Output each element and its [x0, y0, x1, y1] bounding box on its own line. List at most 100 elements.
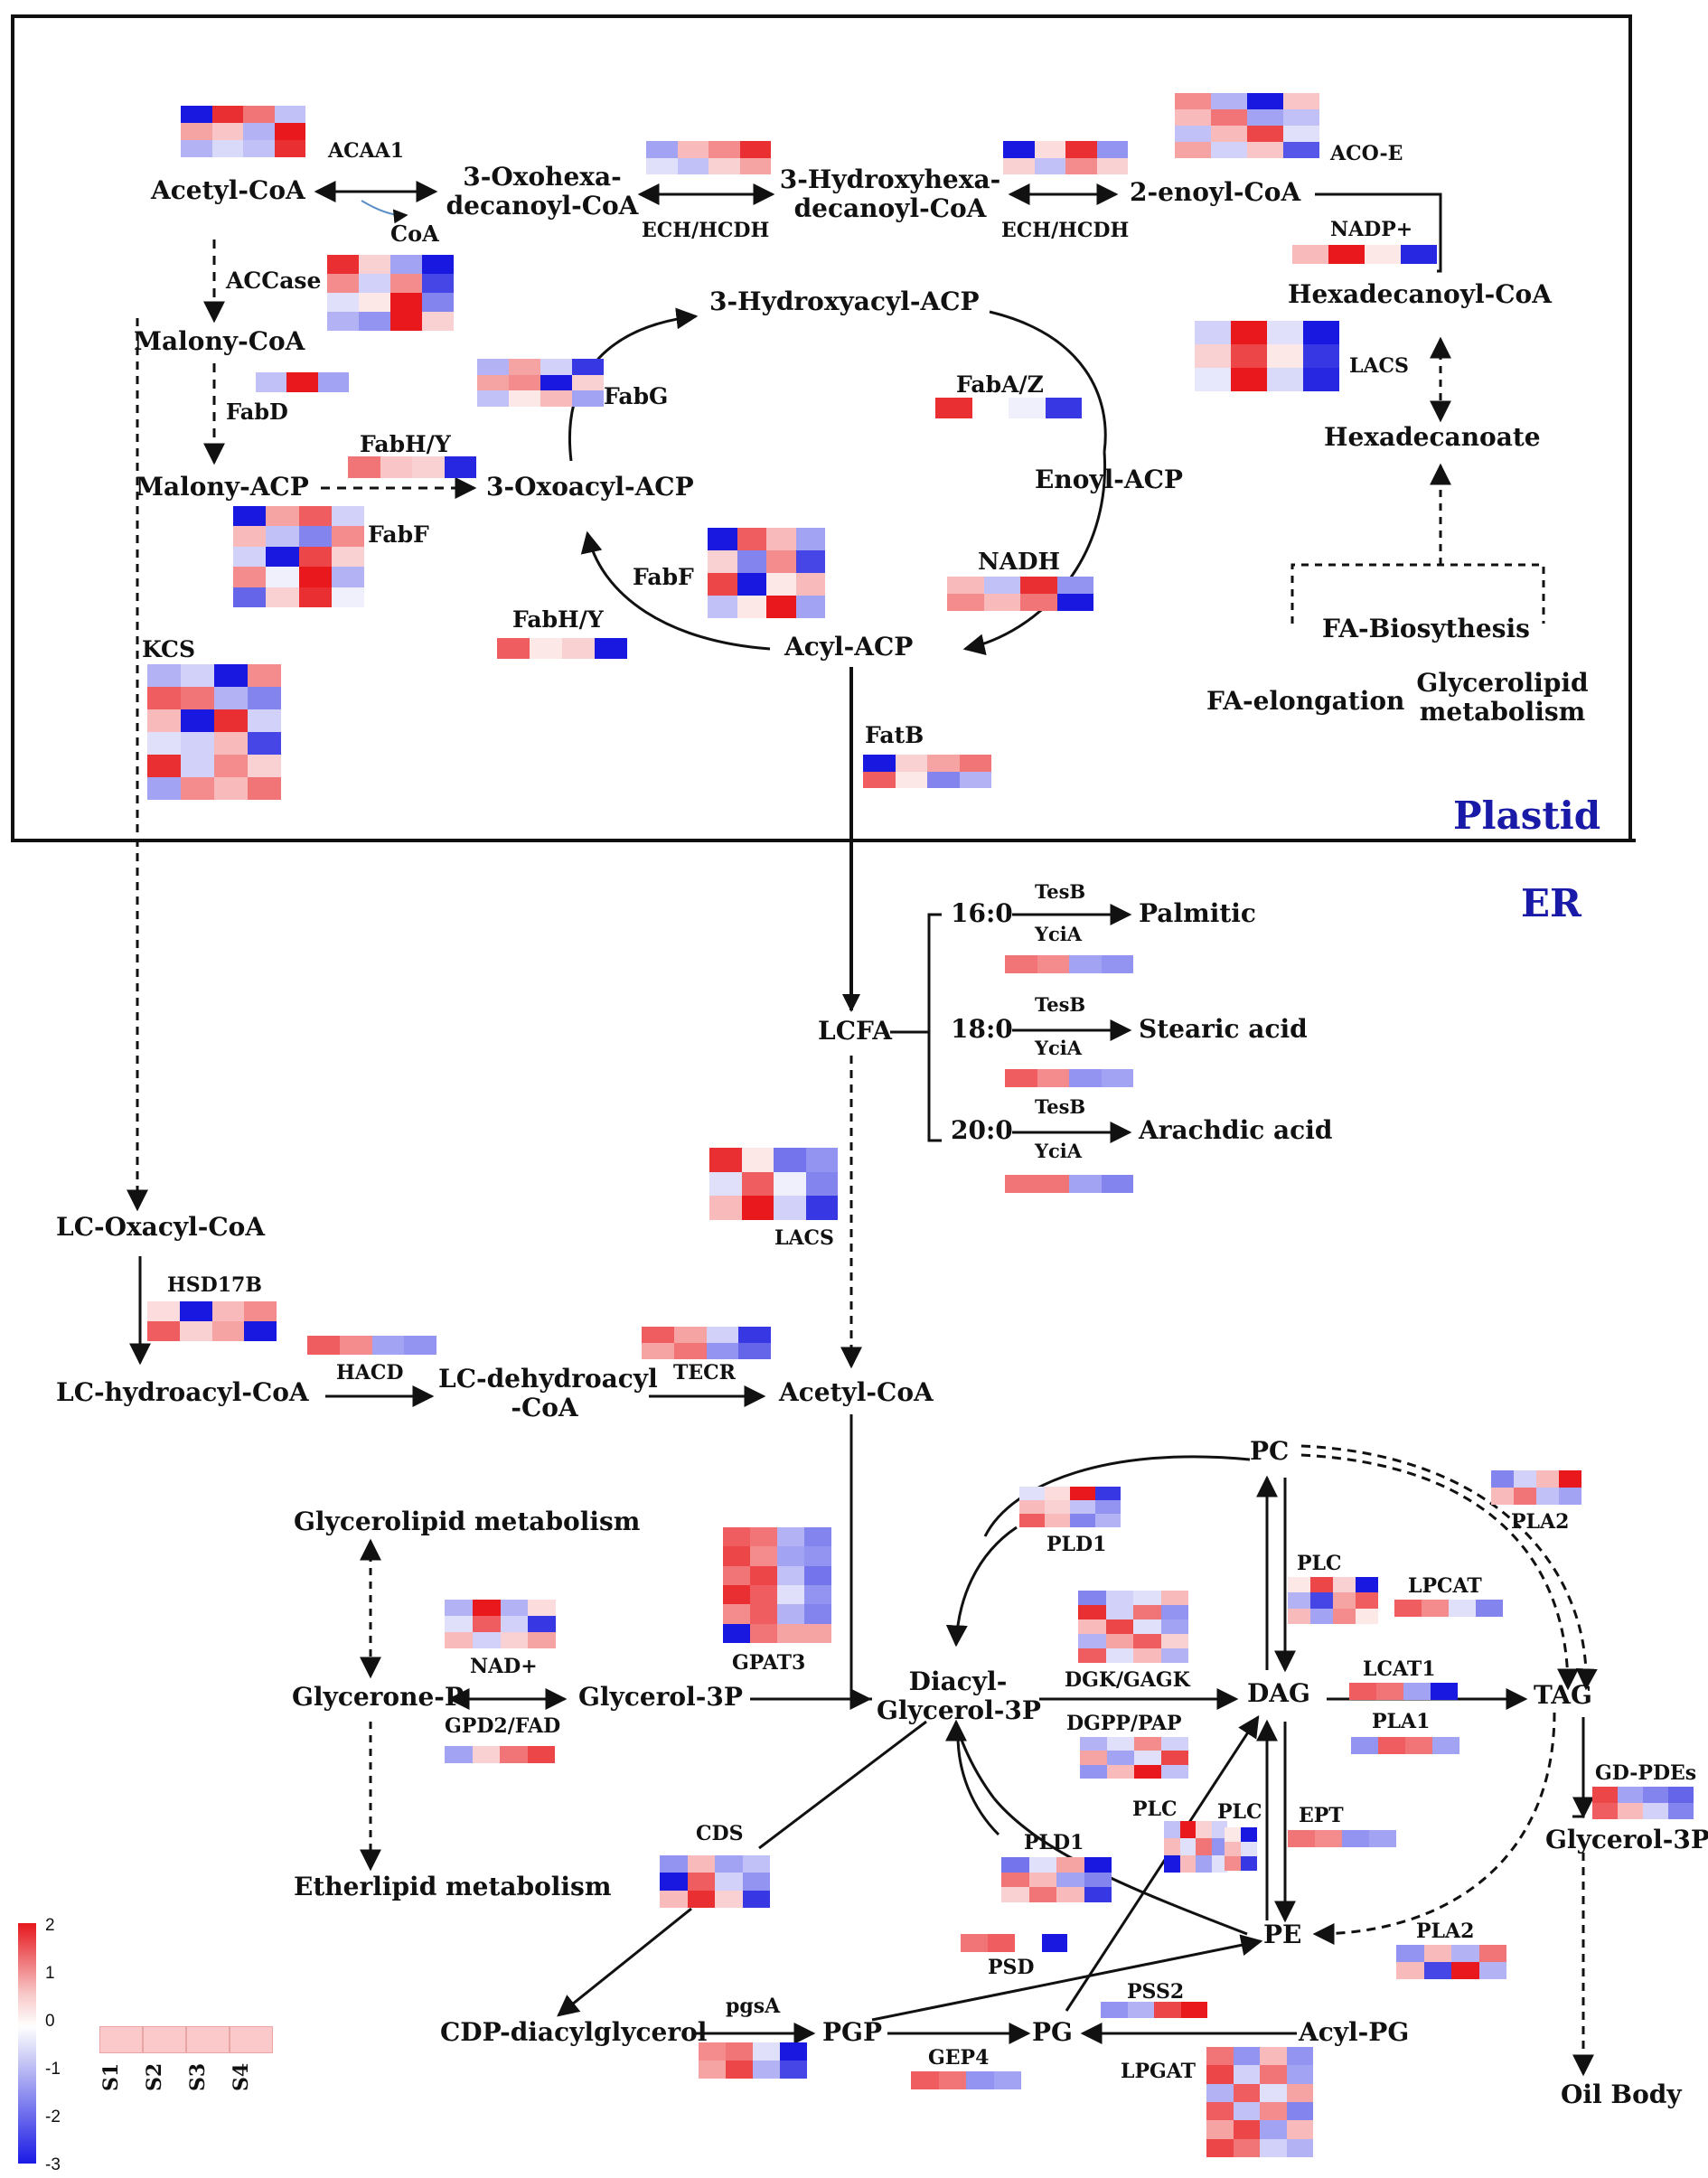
- heatmap-cell: [1160, 1591, 1188, 1605]
- heatmap-cell: [1095, 1514, 1121, 1527]
- heatmap-cell: [266, 526, 299, 547]
- heatmap-cell: [750, 1527, 777, 1547]
- heatmap-cell: [741, 1148, 774, 1172]
- heatmap-cell: [472, 1632, 501, 1648]
- heatmap-cell: [1206, 2120, 1234, 2139]
- heatmap-cell: [774, 1148, 806, 1172]
- heatmap-nad: [445, 1600, 556, 1648]
- legend-tick: 1: [45, 1964, 55, 1983]
- heatmap-cell: [211, 1321, 245, 1341]
- heatmap-cell: [774, 1196, 806, 1220]
- enzyme-dgk-gagk: DGK/GAGK: [1065, 1668, 1190, 1692]
- heatmap-cell: [1668, 1787, 1694, 1803]
- heatmap-cell: [1005, 1069, 1037, 1087]
- heatmap-cell: [528, 1600, 556, 1616]
- heatmap-cell: [1328, 245, 1365, 264]
- heatmap-cell: [181, 106, 212, 123]
- heatmap-cell: [1405, 1737, 1432, 1754]
- heatmap-dgpp-pap: [1080, 1737, 1188, 1779]
- heatmap-cell: [1164, 1855, 1180, 1873]
- enzyme-psd: PSD: [988, 1956, 1035, 1979]
- heatmap-cell: [805, 1148, 838, 1172]
- heatmap-cell: [147, 1321, 180, 1341]
- heatmap-cell: [331, 506, 364, 527]
- heatmap-cell: [477, 390, 509, 407]
- legend-sample-label: S2: [143, 2062, 166, 2091]
- enzyme-lacs-top: LACS: [1349, 354, 1409, 378]
- heatmap-cell: [1069, 955, 1102, 973]
- heatmap-lcat1: [1349, 1683, 1458, 1700]
- heatmap-cell: [147, 1301, 180, 1321]
- legend-sample-box: [143, 2026, 186, 2053]
- heatmap-cell: [687, 1855, 715, 1873]
- enzyme-pld1-bottom: PLD1: [1024, 1831, 1084, 1854]
- heatmap-accase: [327, 255, 454, 331]
- enzyme-tesb-3: TesB: [1035, 1095, 1086, 1118]
- label-c18: 18:0: [951, 1014, 1013, 1044]
- heatmap-cell: [805, 1171, 838, 1197]
- heatmap-cell: [1369, 1830, 1396, 1847]
- label-fa-biosynthesis: FA-Biosythesis: [1322, 614, 1530, 643]
- heatmap-cell: [687, 1890, 715, 1908]
- heatmap-cell: [750, 1623, 777, 1643]
- heatmap-cell: [497, 638, 530, 659]
- heatmap-cell: [988, 1934, 1015, 1952]
- heatmap-cell: [1349, 1683, 1376, 1700]
- region-label-er: ER: [1521, 881, 1581, 925]
- enzyme-ept: EPT: [1299, 1804, 1344, 1827]
- heatmap-cell: [1179, 1855, 1196, 1873]
- heatmap-cell: [1267, 368, 1303, 391]
- heatmap-cell: [738, 1327, 771, 1343]
- heatmap-cell: [677, 157, 709, 174]
- heatmap-fabf-1: [233, 506, 364, 607]
- heatmap-cell: [983, 594, 1020, 611]
- label-glycerolipid-metabolism: Glycerolipid metabolism: [294, 1507, 641, 1536]
- heatmap-aco-e: [1175, 93, 1319, 158]
- heatmap-cell: [500, 1600, 529, 1616]
- heatmap-cell: [1303, 368, 1339, 391]
- heatmap-cell: [1283, 126, 1319, 142]
- heatmap-plc-3: [1225, 1827, 1257, 1871]
- heatmap-cell: [1056, 1887, 1084, 1902]
- metabolite-acyl-acp: Acyl-ACP: [784, 632, 914, 662]
- heatmap-cell: [709, 1171, 742, 1197]
- heatmap-cell: [1283, 109, 1319, 126]
- heatmap-cell: [1247, 142, 1283, 158]
- heatmap-cell: [737, 573, 766, 596]
- heatmap-cell: [181, 123, 212, 140]
- heatmap-cell: [1536, 1470, 1559, 1488]
- heatmap-cell: [298, 567, 332, 587]
- heatmap-cell: [1133, 1605, 1161, 1619]
- heatmap-cell: [1028, 1857, 1056, 1873]
- label-glycerolipid-metabolism-plastid: Glycerolipid metabolism: [1405, 668, 1600, 727]
- heatmap-cell: [1333, 1592, 1356, 1609]
- metabolite-line: -CoA: [511, 1393, 578, 1423]
- heatmap-cell: [715, 1873, 743, 1891]
- heatmap-cell: [993, 2071, 1021, 2089]
- heatmap-cell: [359, 293, 390, 312]
- metabolite-3-hydroxyhexadecanoyl-coa: 3-Hydroxyhexa- decanoyl-CoA: [777, 164, 1003, 223]
- heatmap-cell: [1394, 1600, 1422, 1617]
- enzyme-plc-1: PLC: [1297, 1552, 1342, 1575]
- heatmap-cell: [1514, 1488, 1536, 1505]
- heatmap-ech-hcdh-1: [646, 141, 771, 174]
- heatmap-cell: [233, 506, 267, 527]
- heatmap-cell: [1559, 1470, 1581, 1488]
- heatmap-cell: [1195, 321, 1231, 344]
- enzyme-fabh-y-2: FabH/Y: [512, 606, 604, 633]
- heatmap-pgsa: [699, 2042, 807, 2079]
- legend-tick: 0: [45, 2012, 55, 2031]
- heatmap-cell: [509, 374, 540, 391]
- heatmap-cell: [1020, 577, 1057, 594]
- heatmap-cell: [540, 359, 572, 375]
- metabolite-line: decanoyl-CoA: [446, 191, 639, 221]
- heatmap-cell: [935, 398, 972, 418]
- heatmap-cell: [248, 755, 281, 777]
- enzyme-dgpp-pap: DGPP/PAP: [1066, 1712, 1182, 1735]
- metabolite-3-oxoacyl-acp: 3-Oxoacyl-ACP: [486, 472, 694, 502]
- heatmap-cell: [723, 1527, 750, 1547]
- heatmap-cell: [723, 1604, 750, 1624]
- enzyme-kcs: KCS: [142, 636, 196, 662]
- heatmap-cell: [1078, 1619, 1106, 1634]
- heatmap-cell: [244, 1301, 277, 1321]
